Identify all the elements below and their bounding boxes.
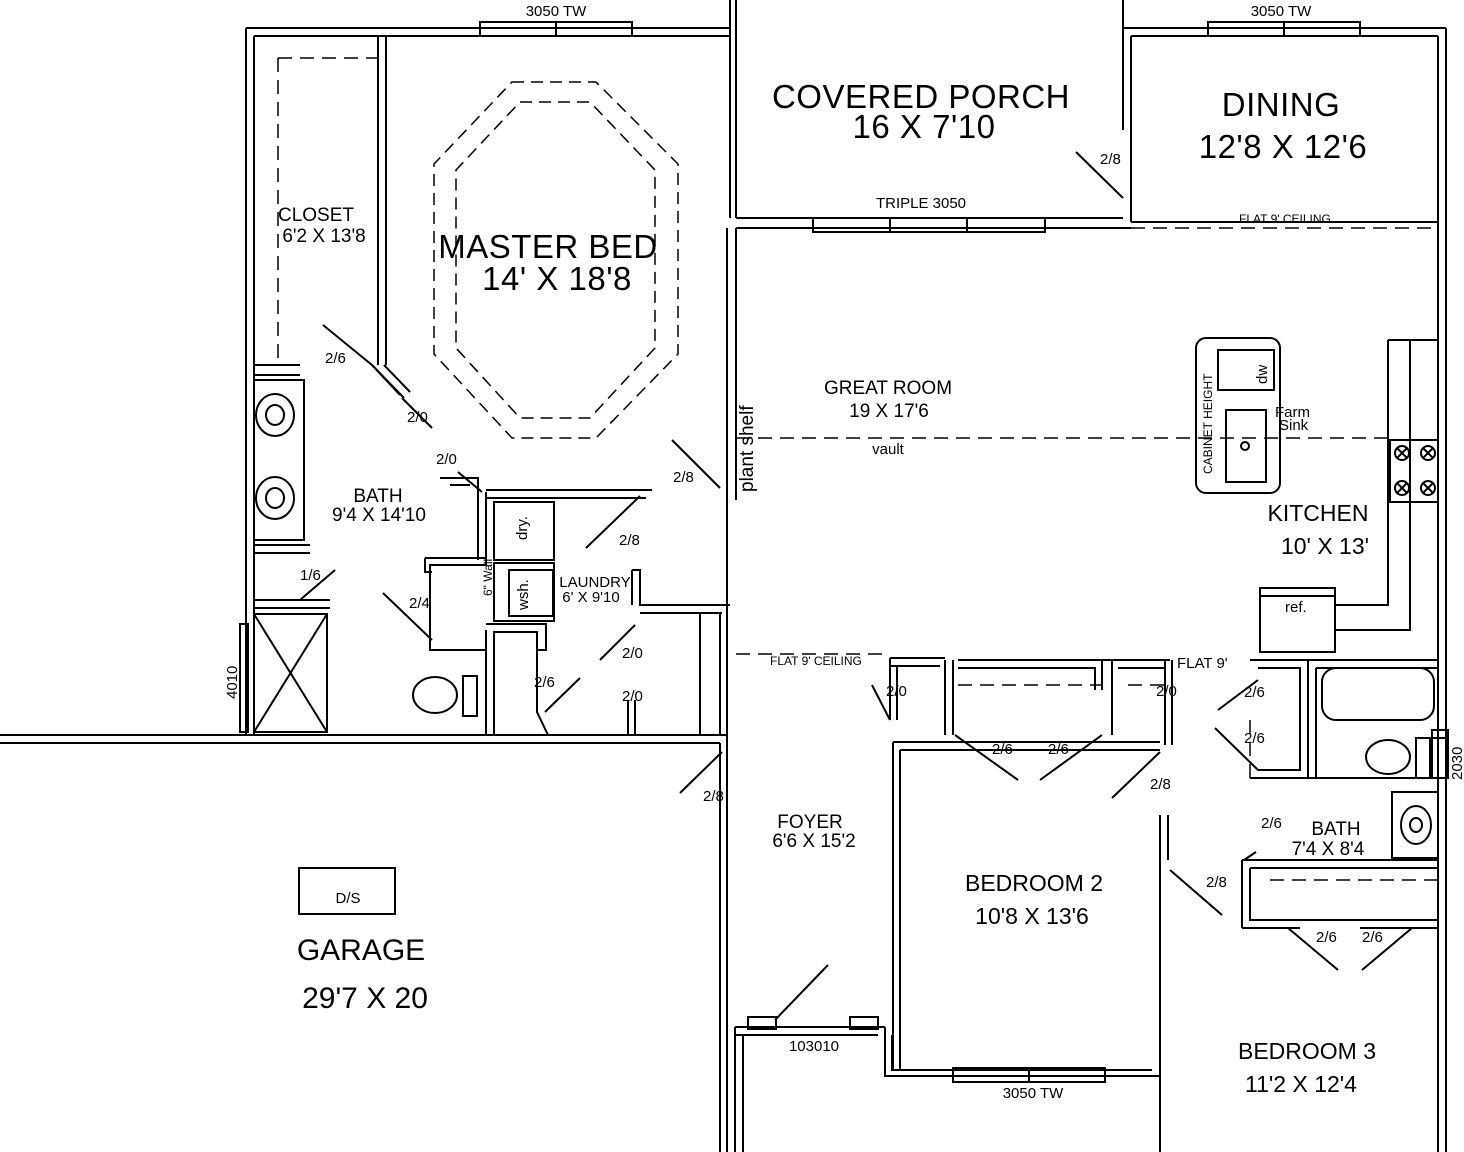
bedroom2-name: BEDROOM 2 <box>964 870 1104 896</box>
door-size-label: 2/8 <box>703 788 724 805</box>
door-size-label: 2/0 <box>622 645 643 662</box>
great-room-west-wall <box>726 228 737 735</box>
master-bath-name: BATH <box>353 486 403 507</box>
farm-sink-label-1: Farm <box>1275 404 1310 421</box>
door-size-label: 2/6 <box>1048 741 1069 758</box>
kitchen-counters <box>1195 337 1439 653</box>
master-bath-fixtures <box>239 379 555 733</box>
window-2030-label: 2030 <box>1449 746 1464 780</box>
door-size-label: 1/6 <box>300 567 321 584</box>
window-4010-label: 4010 <box>224 665 241 699</box>
door-size-label: 2/0 <box>407 409 428 426</box>
door-swings <box>299 151 1413 1021</box>
six-wall-note: 6" Wall <box>481 558 495 596</box>
door-size-label: 2/6 <box>1244 730 1265 747</box>
door-size-label: 2/0 <box>436 451 457 468</box>
porch-name: COVERED PORCH <box>771 78 1071 115</box>
foyer-size: 6'6 X 15'2 <box>772 831 856 852</box>
master-bed-name: MASTER BED <box>438 228 658 265</box>
flat-ceiling-foyer-note: FLAT 9' CEILING <box>770 654 862 668</box>
ds-label: D/S <box>335 890 361 907</box>
foyer-name: FOYER <box>777 812 843 833</box>
door-size-label: 2/8 <box>1100 151 1121 168</box>
door-size-label: 2/6 <box>1261 815 1282 832</box>
garage-name: GARAGE <box>296 934 426 967</box>
kitchen-size: 10' X 13' <box>1280 533 1370 559</box>
dryer-label: dry. <box>514 516 531 540</box>
dining-size: 12'8 X 12'6 <box>1198 128 1368 165</box>
cabinet-height-note: CABINET HEIGHT <box>1201 373 1215 474</box>
closet-size: 6'2 X 13'8 <box>282 226 366 247</box>
flat-9-note: FLAT 9' <box>1177 655 1228 672</box>
door-size-label: 2/6 <box>1362 929 1383 946</box>
door-size-label: 2/8 <box>619 532 640 549</box>
door-size-label: 2/0 <box>886 683 907 700</box>
laundry-size: 6' X 9'10 <box>562 589 620 606</box>
door-size-label: 2/8 <box>1150 776 1171 793</box>
door-size-label: 2/6 <box>534 674 555 691</box>
dishwasher-label: dw <box>1254 364 1271 384</box>
foyer-door-label: 103010 <box>788 1038 840 1055</box>
master-bed-size: 14' X 18'8 <box>482 260 632 297</box>
laundry-name: LAUNDRY <box>559 574 631 591</box>
closet-name: CLOSET <box>277 205 355 226</box>
refrigerator-label: ref. <box>1285 599 1307 616</box>
washer-label: wsh. <box>515 579 532 610</box>
bedroom3-name: BEDROOM 3 <box>1237 1038 1377 1064</box>
dining-name: DINING <box>1221 86 1341 123</box>
door-size-label: 2/0 <box>1156 683 1177 700</box>
porch-wall <box>736 217 1438 229</box>
plant-shelf-note: plant shelf <box>737 405 758 492</box>
kitchen-name: KITCHEN <box>1267 500 1369 526</box>
bedroom3-size: 11'2 X 12'4 <box>1245 1071 1357 1097</box>
bath2-name: BATH <box>1311 819 1361 840</box>
porch-size: 16 X 7'10 <box>852 108 996 145</box>
farm-sink-label-2: Sink <box>1279 417 1309 434</box>
vault-note: vault <box>872 441 904 458</box>
great-room-name: GREAT ROOM <box>823 378 953 399</box>
window-master-top-label: 3050 TW <box>525 3 587 20</box>
door-size-label: 2/6 <box>1244 684 1265 701</box>
door-size-label: 2/6 <box>992 741 1013 758</box>
bedroom2-size: 10'8 X 13'6 <box>975 903 1089 929</box>
ceiling-lines <box>277 57 1438 881</box>
window-bedroom2-label: 3050 TW <box>1002 1085 1064 1102</box>
master-bath-size: 9'4 X 14'10 <box>332 505 426 526</box>
door-size-label: 2/8 <box>673 469 694 486</box>
tray-ceiling <box>433 81 679 439</box>
garage-size: 29'7 X 20 <box>302 982 428 1015</box>
door-size-label: 2/4 <box>409 595 430 612</box>
door-size-label: 2/8 <box>1206 874 1227 891</box>
window-porch-triple-label: TRIPLE 3050 <box>875 195 967 212</box>
ds-box <box>298 867 396 915</box>
bath2-size: 7'4 X 8'4 <box>1291 839 1365 860</box>
window-dining-top-label: 3050 TW <box>1250 3 1312 20</box>
master-suite-walls <box>254 36 730 736</box>
door-size-label: 2/6 <box>325 350 346 367</box>
flat-ceiling-dining-note: FLAT 9' CEILING <box>1239 212 1331 226</box>
windows <box>479 21 1449 1083</box>
great-room-size: 19 X 17'6 <box>849 401 929 422</box>
door-size-label: 2/6 <box>1316 929 1337 946</box>
door-size-label: 2/0 <box>622 688 643 705</box>
